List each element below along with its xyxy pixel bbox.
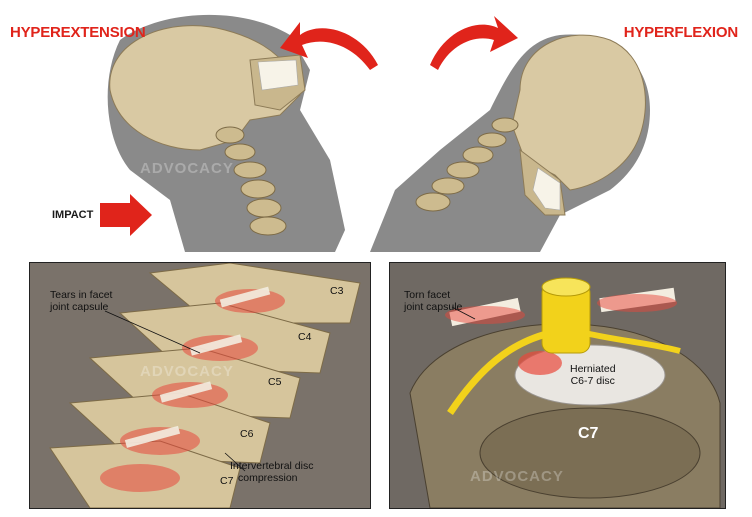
facet-tear-panel: Tears in facet joint capsule C3 C4 C5 C6… (29, 262, 371, 509)
disc-label-line1: Intervertebral disc (230, 460, 314, 472)
vertebra-label-c5: C5 (268, 376, 282, 388)
hyperflexion-label: HYPERFLEXION (623, 24, 738, 41)
disc-herniation-panel: Torn facet joint capsule Herniated C6-7 … (389, 262, 726, 509)
whiplash-illustration (100, 14, 650, 252)
vertebra-label-c7: C7 (220, 475, 234, 487)
tears-label: Tears in facet joint capsule (50, 289, 112, 313)
disc-compression-label: Intervertebral disc compression (230, 460, 313, 484)
tears-label-line1: Tears in facet (50, 289, 113, 301)
hyperextension-arrow (280, 22, 378, 70)
watermark-top: ADVOCACY (140, 160, 234, 177)
watermark-right: ADVOCACY (470, 468, 564, 485)
watermark-left: ADVOCACY (140, 363, 234, 380)
herniated-disc-label: Herniated C6-7 disc (570, 363, 616, 387)
hyperextension-label: HYPEREXTENSION (10, 24, 146, 41)
left-panel-illustration (30, 263, 370, 508)
herniated-line2: C6-7 disc (570, 375, 615, 387)
left-skull (109, 25, 301, 151)
left-spine (215, 126, 287, 236)
tears-label-line2: joint capsule (50, 301, 109, 313)
right-spine (415, 117, 519, 212)
vertebra-label-c3: C3 (330, 285, 344, 297)
herniated-line1: Herniated (570, 363, 616, 375)
hyperflexion-arrow (430, 16, 518, 70)
vertebra-label-c4: C4 (298, 331, 312, 343)
vertebra-label-c7-right: C7 (578, 425, 599, 442)
vertebra-label-c6: C6 (240, 428, 254, 440)
impact-arrow (100, 194, 152, 236)
impact-label: IMPACT (52, 209, 94, 221)
disc-label-line2: compression (238, 472, 298, 484)
right-skull (511, 34, 646, 191)
torn-facet-label: Torn facet joint capsule (404, 289, 462, 313)
torn-label-line2: joint capsule (404, 301, 463, 313)
torn-label-line1: Torn facet (404, 289, 451, 301)
right-panel-illustration (390, 263, 725, 508)
